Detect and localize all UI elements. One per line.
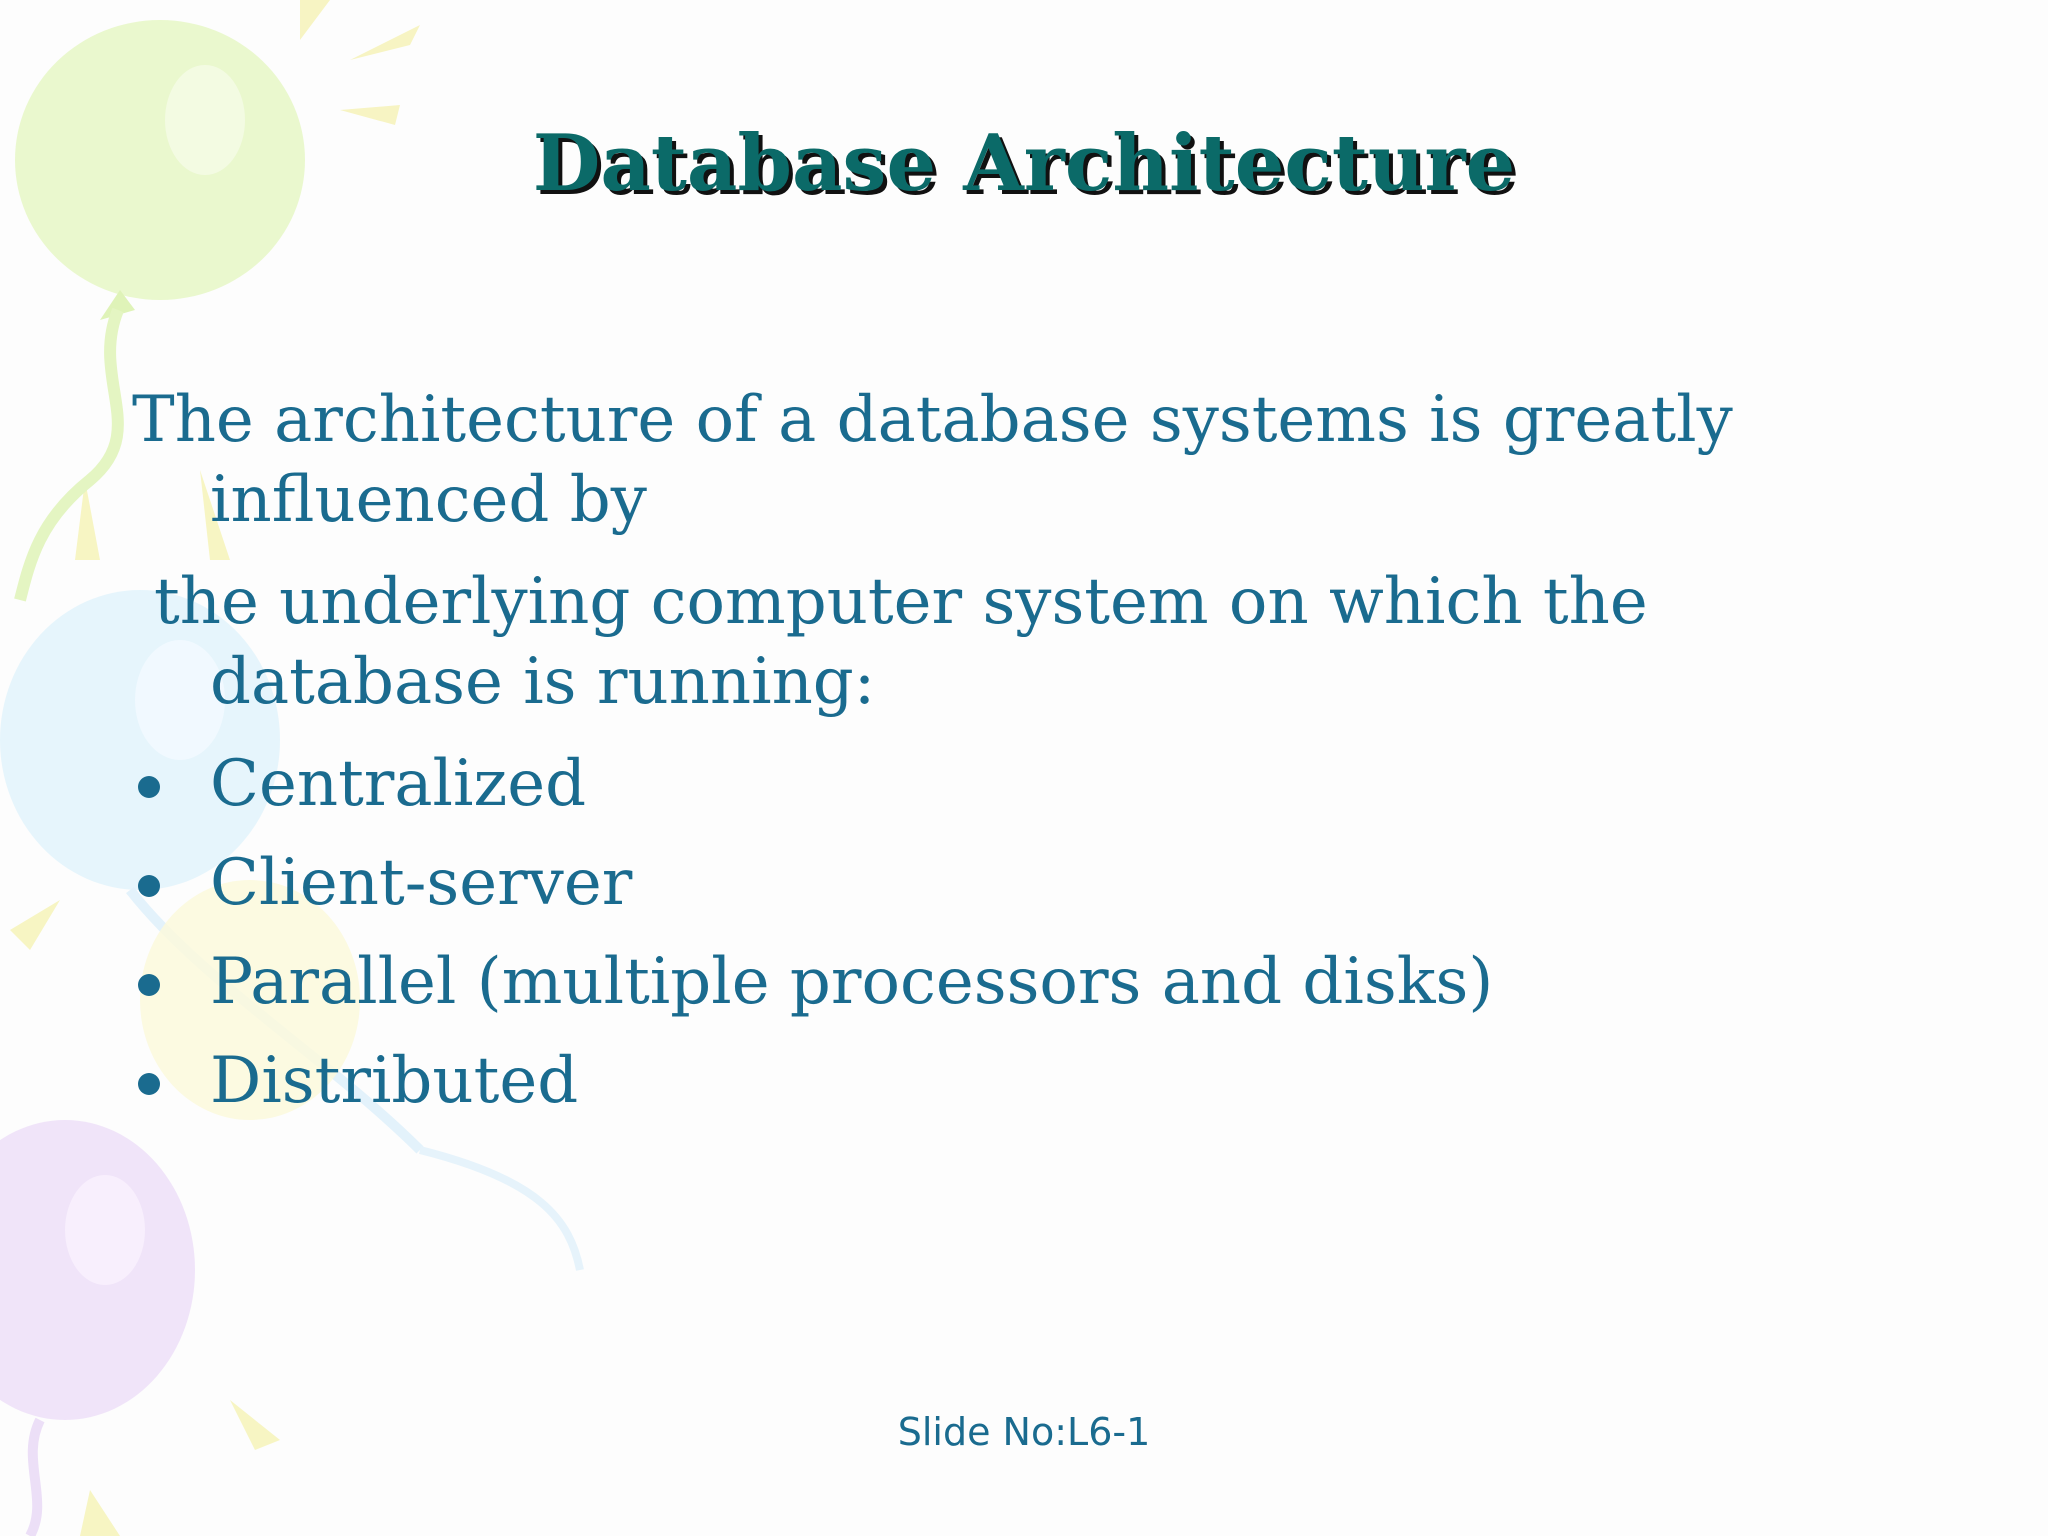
slide-number: Slide No:L6-1 <box>897 1410 1151 1454</box>
balloon-icon <box>14 20 305 602</box>
list-item-label: Client-server <box>210 846 633 920</box>
bullet-dot-icon <box>138 776 160 798</box>
list-item: Client-server <box>132 843 1832 923</box>
balloon-icon <box>0 590 584 1271</box>
balloon-icon <box>0 1120 195 1536</box>
sun-ray-icon <box>10 0 420 1536</box>
balloon-icon <box>140 880 360 1120</box>
slide-body: The architecture of a database systems i… <box>132 380 1832 1140</box>
list-item: Centralized <box>132 744 1832 824</box>
list-item-label: Distributed <box>210 1044 579 1118</box>
architecture-list: Centralized Client-server Parallel (mult… <box>132 744 1832 1121</box>
bullet-dot-icon <box>138 875 160 897</box>
list-item-label: Centralized <box>210 747 587 821</box>
intro-paragraph-2: the underlying computer system on which … <box>154 565 1648 719</box>
slide-title: Database Architecture <box>532 118 1516 209</box>
bullet-dot-icon <box>138 1073 160 1095</box>
list-item: Parallel (multiple processors and disks) <box>132 942 1832 1022</box>
bullet-dot-icon <box>138 974 160 996</box>
list-item-label: Parallel (multiple processors and disks) <box>210 945 1494 1019</box>
list-item: Distributed <box>132 1041 1832 1121</box>
intro-paragraph-1: The architecture of a database systems i… <box>132 383 1733 537</box>
